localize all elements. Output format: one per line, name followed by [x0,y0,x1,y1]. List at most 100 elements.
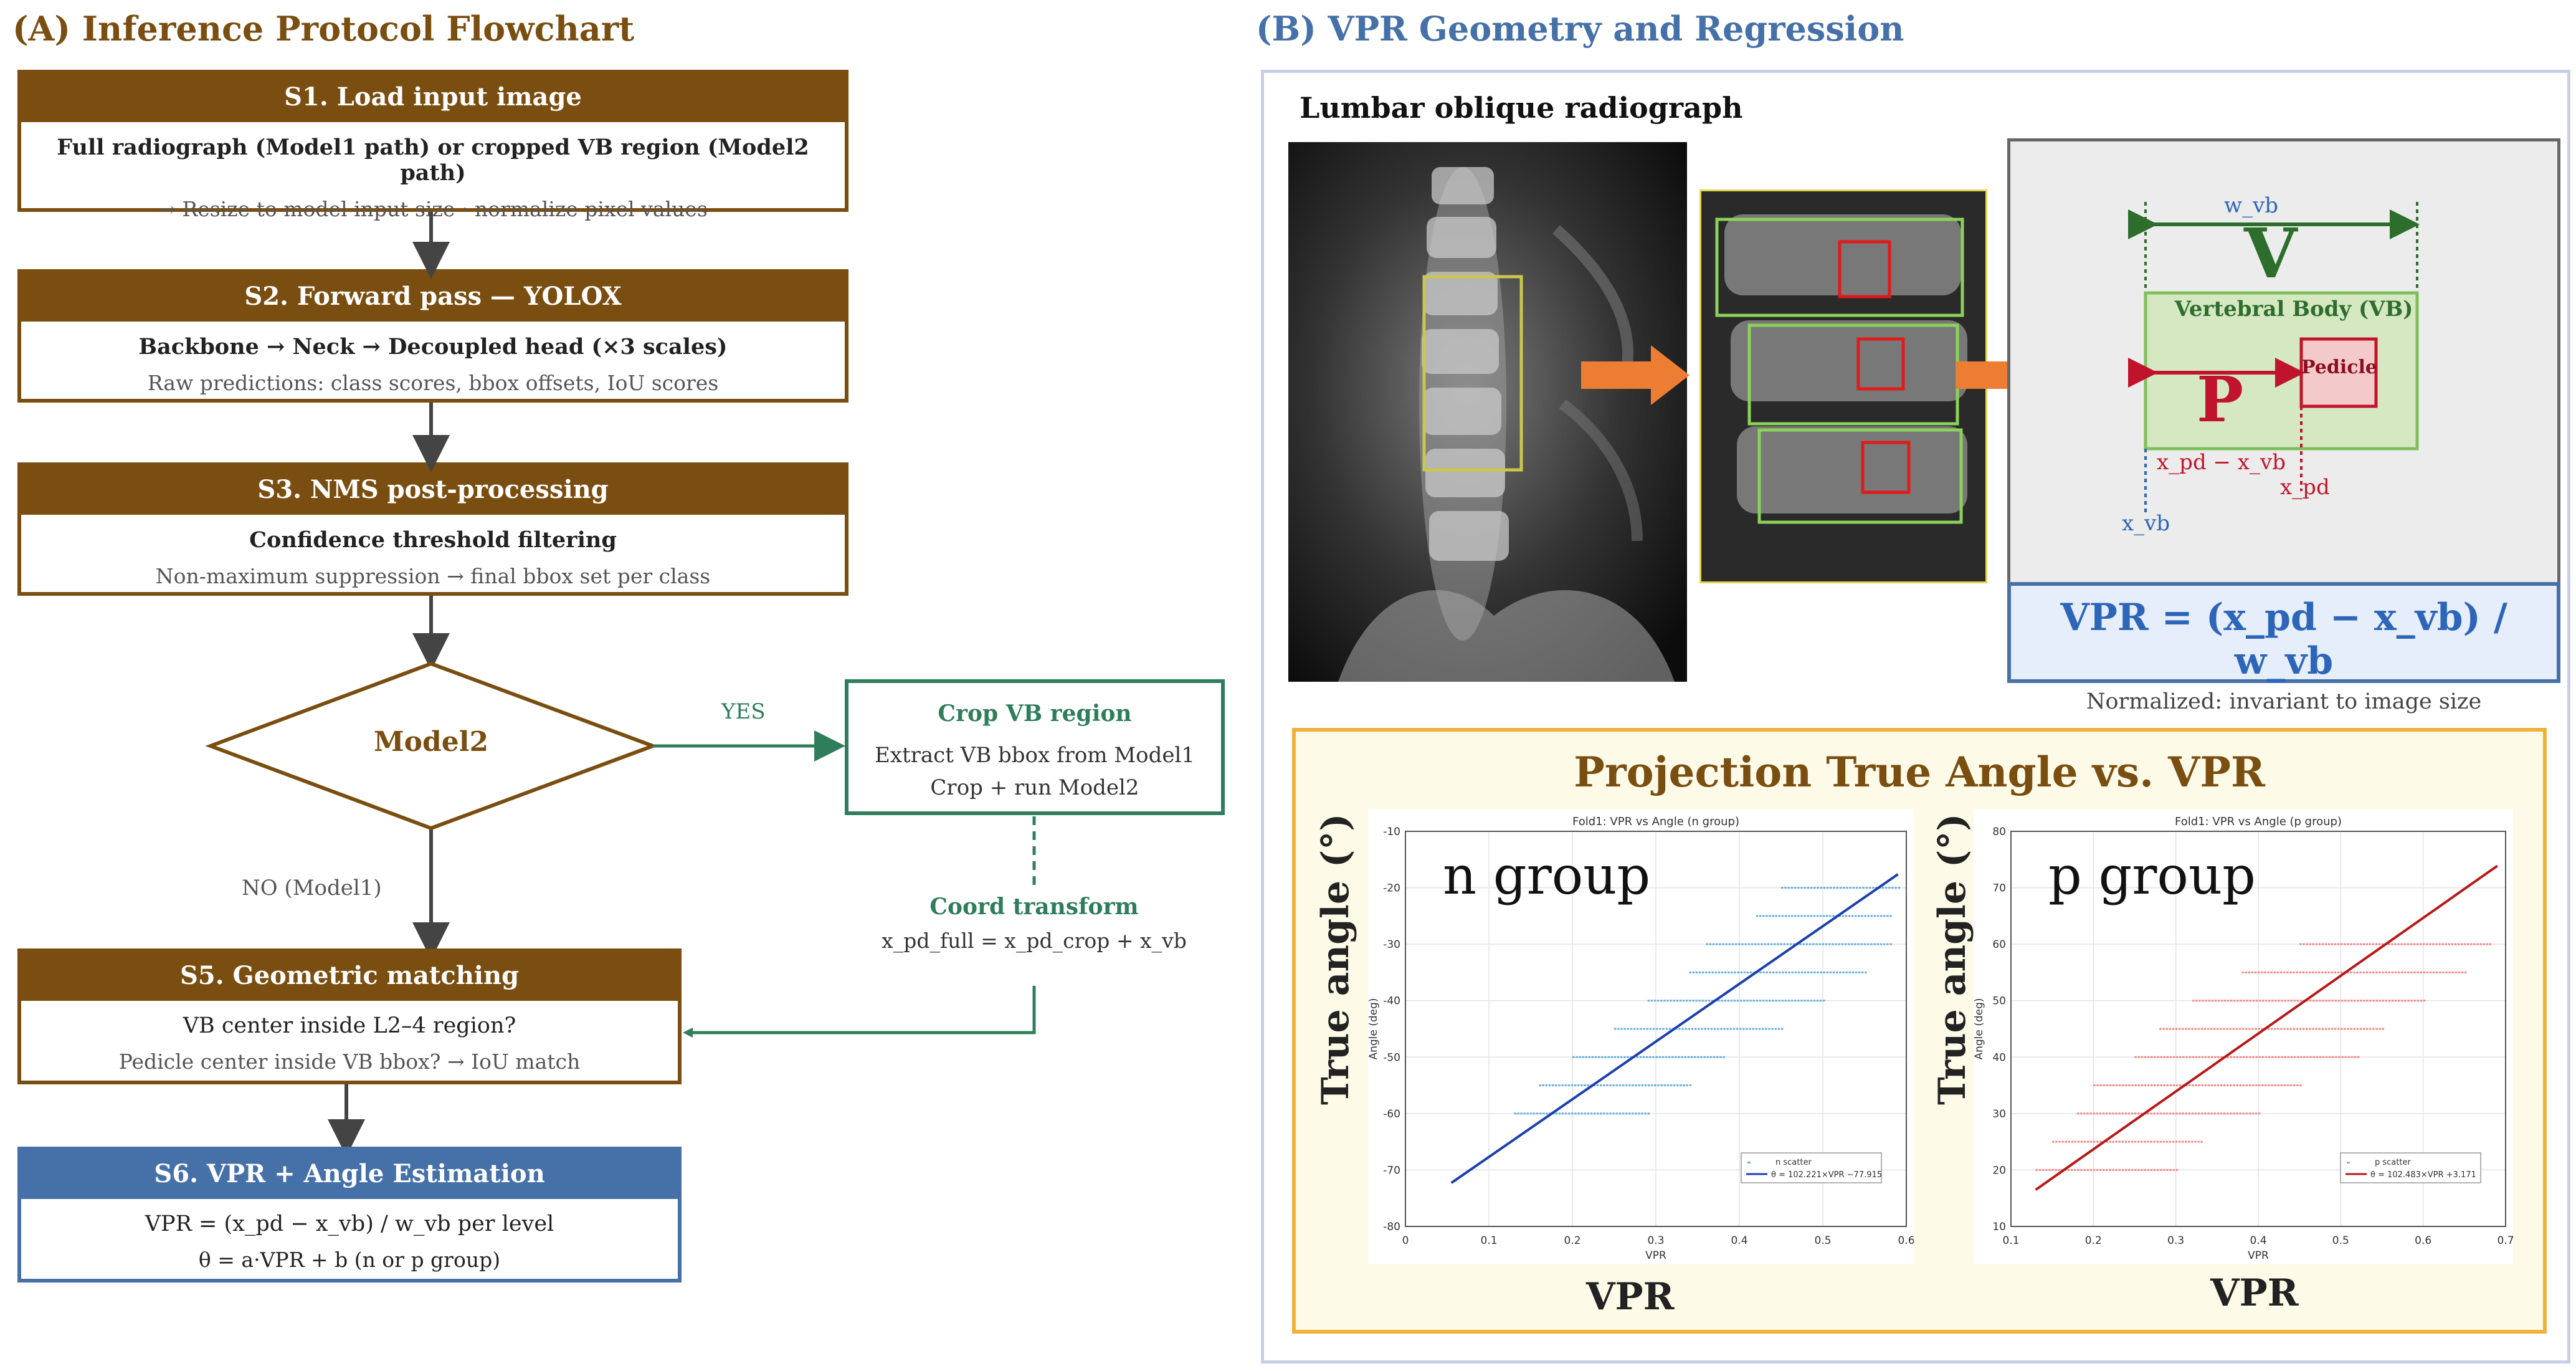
scatter-point [1759,1000,1762,1002]
scatter-point [1599,1084,1602,1087]
scatter-point [1775,971,1778,973]
scatter-point [1705,971,1708,973]
scatter-point [2337,971,2340,973]
scatter-point [2391,971,2393,973]
scatter-point [2278,1000,2280,1002]
scatter-point [2337,943,2340,945]
scatter-point [1733,1000,1736,1002]
scatter-point [1813,887,1816,889]
scatter-point [1772,1000,1774,1002]
x-pd-label: x_pd [2280,475,2330,500]
scatter-point [2346,971,2349,973]
scatter-point [1842,915,1845,917]
scatter-point [2137,1056,2141,1058]
scatter-point [1723,1028,1726,1030]
scatter-point [1577,1084,1580,1087]
scatter-point [1774,943,1776,945]
scatter-point [2252,1000,2255,1002]
scatter-point [2089,1168,2093,1171]
y-tick-label: -60 [1383,1108,1400,1120]
scatter-point [2198,1084,2200,1087]
scatter-point [1886,943,1889,945]
scatter-point [1718,1000,1720,1002]
scatter-point [1729,1028,1732,1030]
scatter-point [1662,1028,1665,1030]
scatter-point [2290,1056,2293,1058]
scatter-point [2074,1168,2076,1171]
scatter-point [2403,971,2407,973]
scatter-point [1766,971,1768,973]
scatter-point [1868,887,1871,889]
scatter-point [1523,1112,1526,1115]
scatter-point [1697,1056,1699,1058]
scatter-point [2200,1028,2203,1030]
scatter-point [2233,1056,2236,1058]
scatter-point [2197,1112,2200,1115]
scatter-point [2350,943,2352,945]
scatter-point [2141,1168,2143,1171]
scatter-point [1706,1056,1709,1058]
scatter-point [2163,1084,2165,1087]
scatter-point [2334,971,2337,973]
scatter-point [1622,1112,1625,1115]
scatter-point [1838,943,1840,945]
scatter-point [1676,1000,1679,1002]
scatter-point [2147,1168,2150,1171]
scatter-point [1870,943,1873,945]
scatter-point [2134,1168,2137,1171]
scatter-point [1755,1028,1758,1030]
scatter-point [1726,1028,1729,1030]
scatter-point [2369,943,2372,945]
scatter-point [1639,1056,1642,1058]
scatter-point [2255,1112,2258,1115]
scatter-point [1713,1028,1716,1030]
y-axis-small-label: Angle (deg) [1368,998,1380,1059]
legend-scatter-label: n scatter [1775,1158,1812,1167]
scatter-point [2128,1084,2131,1087]
scatter-point [2271,1084,2273,1087]
scatter-point [1698,1000,1701,1002]
scatter-point [2356,943,2359,945]
x-tick-label: 0.1 [1480,1235,1497,1247]
scatter-point [1844,943,1847,945]
scatter-point [1861,915,1863,917]
scatter-point [2442,971,2445,973]
scatter-point [1652,1028,1655,1030]
scatter-point [2195,1084,2197,1087]
scatter-point [2328,1056,2331,1058]
scatter-point [2321,1028,2324,1030]
scatter-point [1633,1028,1636,1030]
scatter-point [2327,943,2331,945]
scatter-point [2067,1168,2070,1171]
scatter-point [1820,971,1822,973]
y-tick-label: -30 [1383,939,1400,951]
scatter-point [1848,971,1851,973]
scatter-point [2106,1084,2109,1087]
scatter-point [1867,915,1870,917]
scatter-point [2204,1056,2207,1058]
scatter-point [2265,1084,2267,1087]
scatter-point [1706,943,1708,945]
scatter-point [2179,1112,2181,1115]
scatter-point [1649,1028,1652,1030]
scatter-point [2416,943,2419,945]
scatter-point [2397,943,2400,945]
scatter-point [2052,1140,2055,1143]
scatter-point [2441,943,2444,945]
scatter-point [1635,1112,1637,1115]
scatter-point [2283,1028,2286,1030]
scatter-point [2426,971,2429,973]
scatter-point [1797,887,1800,889]
scatter-point [1739,1000,1742,1002]
scatter-point [1739,1028,1742,1030]
scatter-point [2302,1028,2305,1030]
scatter-point [1695,1000,1698,1002]
scatter-point [1812,943,1815,945]
scatter-point [1623,1056,1626,1058]
scatter-point [2223,1028,2225,1030]
scatter-point [1790,887,1794,889]
scatter-point [1804,971,1807,973]
scatter-point [1871,887,1875,889]
scatter-point [2093,1084,2096,1087]
